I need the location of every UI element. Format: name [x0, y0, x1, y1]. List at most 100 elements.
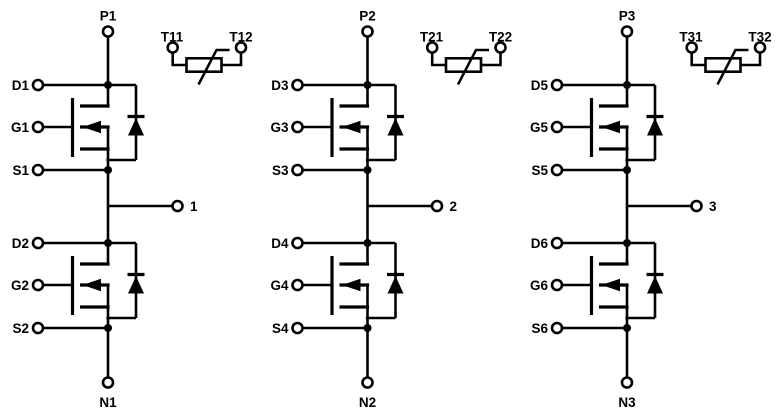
- p-terminal-label: P3: [619, 9, 636, 24]
- n-terminal-label: N2: [359, 395, 376, 410]
- thermistor-right-lead-wire: [222, 52, 243, 67]
- mosfet-body-arrow-icon: [601, 120, 620, 134]
- gate-terminal-label: G2: [11, 278, 29, 293]
- p-terminal-label: P2: [359, 9, 376, 24]
- junction-dot: [104, 324, 112, 332]
- n-terminal-label: N1: [99, 395, 117, 410]
- junction-dot: [363, 239, 372, 247]
- source-terminal: [550, 321, 564, 335]
- diode-anode-triangle-icon: [128, 118, 144, 136]
- thermistor-right-label: T12: [229, 30, 252, 45]
- mosfet-body-arrow-icon: [342, 120, 361, 134]
- phase-terminal-label: 3: [709, 199, 717, 214]
- source-terminal: [550, 163, 564, 177]
- n-terminal: [361, 376, 374, 389]
- source-terminal-label: S4: [272, 321, 289, 336]
- thermistor-left-terminal: [685, 41, 698, 54]
- thermistor-diagonal-stroke: [716, 48, 749, 86]
- mosfet-body-arrow-icon: [601, 278, 620, 292]
- gate-terminal: [291, 120, 304, 134]
- mosfet-high-side: D3 G3 S3: [270, 78, 404, 178]
- drain-terminal-label: D1: [12, 78, 30, 93]
- p-terminal: [620, 25, 634, 38]
- gate-terminal: [31, 278, 45, 292]
- gate-terminal: [291, 278, 304, 292]
- phase-terminal: [690, 199, 703, 213]
- source-terminal-label: S2: [12, 321, 29, 336]
- half-bridge-section: P2 N2 2 T21 T22: [270, 9, 512, 411]
- thermistor-diagonal-stroke: [456, 48, 489, 86]
- junction-dot: [623, 166, 631, 174]
- gate-terminal-label: G3: [270, 120, 289, 135]
- mosfet-low-side: D4 G4 S4: [270, 236, 404, 336]
- diode-anode-triangle-icon: [647, 276, 663, 294]
- source-terminal-label: S5: [531, 163, 548, 178]
- gate-terminal: [31, 120, 45, 134]
- thermistor-left-terminal: [166, 41, 179, 54]
- thermistor-left-label: T11: [161, 30, 184, 45]
- thermistor-left-lead-wire: [430, 52, 446, 67]
- n-terminal: [620, 376, 634, 389]
- thermistor-body: [704, 56, 742, 73]
- mosfet-body-arrow-icon: [82, 120, 101, 134]
- diode-anode-triangle-icon: [387, 276, 404, 294]
- drain-terminal-label: D5: [531, 78, 549, 93]
- gate-terminal-label: G5: [530, 120, 549, 135]
- half-bridge-section: P3 N3 3 T31 T32: [530, 9, 772, 411]
- thermistor-right-lead-wire: [481, 52, 502, 67]
- p-terminal-label: P1: [100, 9, 117, 24]
- source-terminal: [31, 163, 45, 177]
- diode-anode-triangle-icon: [387, 118, 404, 136]
- source-terminal: [291, 321, 304, 335]
- diode-anode-triangle-icon: [647, 118, 663, 136]
- source-terminal: [291, 163, 304, 177]
- thermistor-left-lead-wire: [171, 52, 187, 67]
- junction-dot: [363, 166, 372, 174]
- junction-dot: [623, 324, 631, 332]
- thermistor-icon: T11 T12: [161, 30, 253, 86]
- junction-dot: [363, 81, 372, 89]
- thermistor-right-terminal: [234, 41, 248, 54]
- mosfet-low-side: D6 G6 S6: [530, 236, 664, 336]
- drain-terminal-label: D2: [12, 236, 29, 251]
- phase-terminal: [430, 199, 444, 213]
- thermistor-icon: T21 T22: [420, 30, 512, 86]
- drain-terminal: [291, 78, 304, 92]
- sections-root: P1 N1 1 T11 T12: [11, 9, 772, 411]
- drain-terminal: [31, 236, 45, 250]
- drain-terminal: [31, 78, 45, 92]
- junction-dot: [363, 324, 372, 332]
- phase-terminal: [171, 199, 184, 213]
- drain-terminal: [291, 236, 304, 250]
- phase-terminal-label: 2: [450, 199, 458, 214]
- drain-terminal-label: D6: [531, 236, 549, 251]
- phase-terminal-label: 1: [190, 199, 198, 214]
- n-terminal: [101, 376, 115, 389]
- thermistor-right-terminal: [753, 41, 767, 54]
- junction-dot: [104, 166, 112, 174]
- source-terminal-label: S1: [12, 163, 29, 178]
- gate-terminal-label: G1: [11, 120, 30, 135]
- mosfet-body-arrow-icon: [82, 278, 101, 292]
- thermistor-left-label: T21: [420, 30, 444, 45]
- junction-dot: [104, 239, 112, 247]
- gate-terminal-label: G4: [270, 278, 289, 293]
- mosfet-low-side: D2 G2 S2: [11, 236, 145, 336]
- thermistor-right-label: T22: [489, 30, 512, 45]
- drain-terminal: [550, 78, 564, 92]
- junction-dot: [104, 81, 112, 89]
- drain-terminal: [550, 236, 564, 250]
- diode-anode-triangle-icon: [128, 276, 144, 294]
- mosfet-high-side: D1 G1 S1: [11, 78, 145, 178]
- gate-terminal-label: G6: [530, 278, 549, 293]
- gate-terminal: [550, 278, 564, 292]
- p-terminal: [361, 25, 374, 38]
- thermistor-right-terminal: [494, 41, 507, 54]
- thermistor-body: [185, 56, 223, 73]
- thermistor-diagonal-stroke: [197, 48, 230, 86]
- thermistor-right-label: T32: [748, 30, 771, 45]
- source-terminal: [31, 321, 45, 335]
- drain-terminal-label: D4: [271, 236, 289, 251]
